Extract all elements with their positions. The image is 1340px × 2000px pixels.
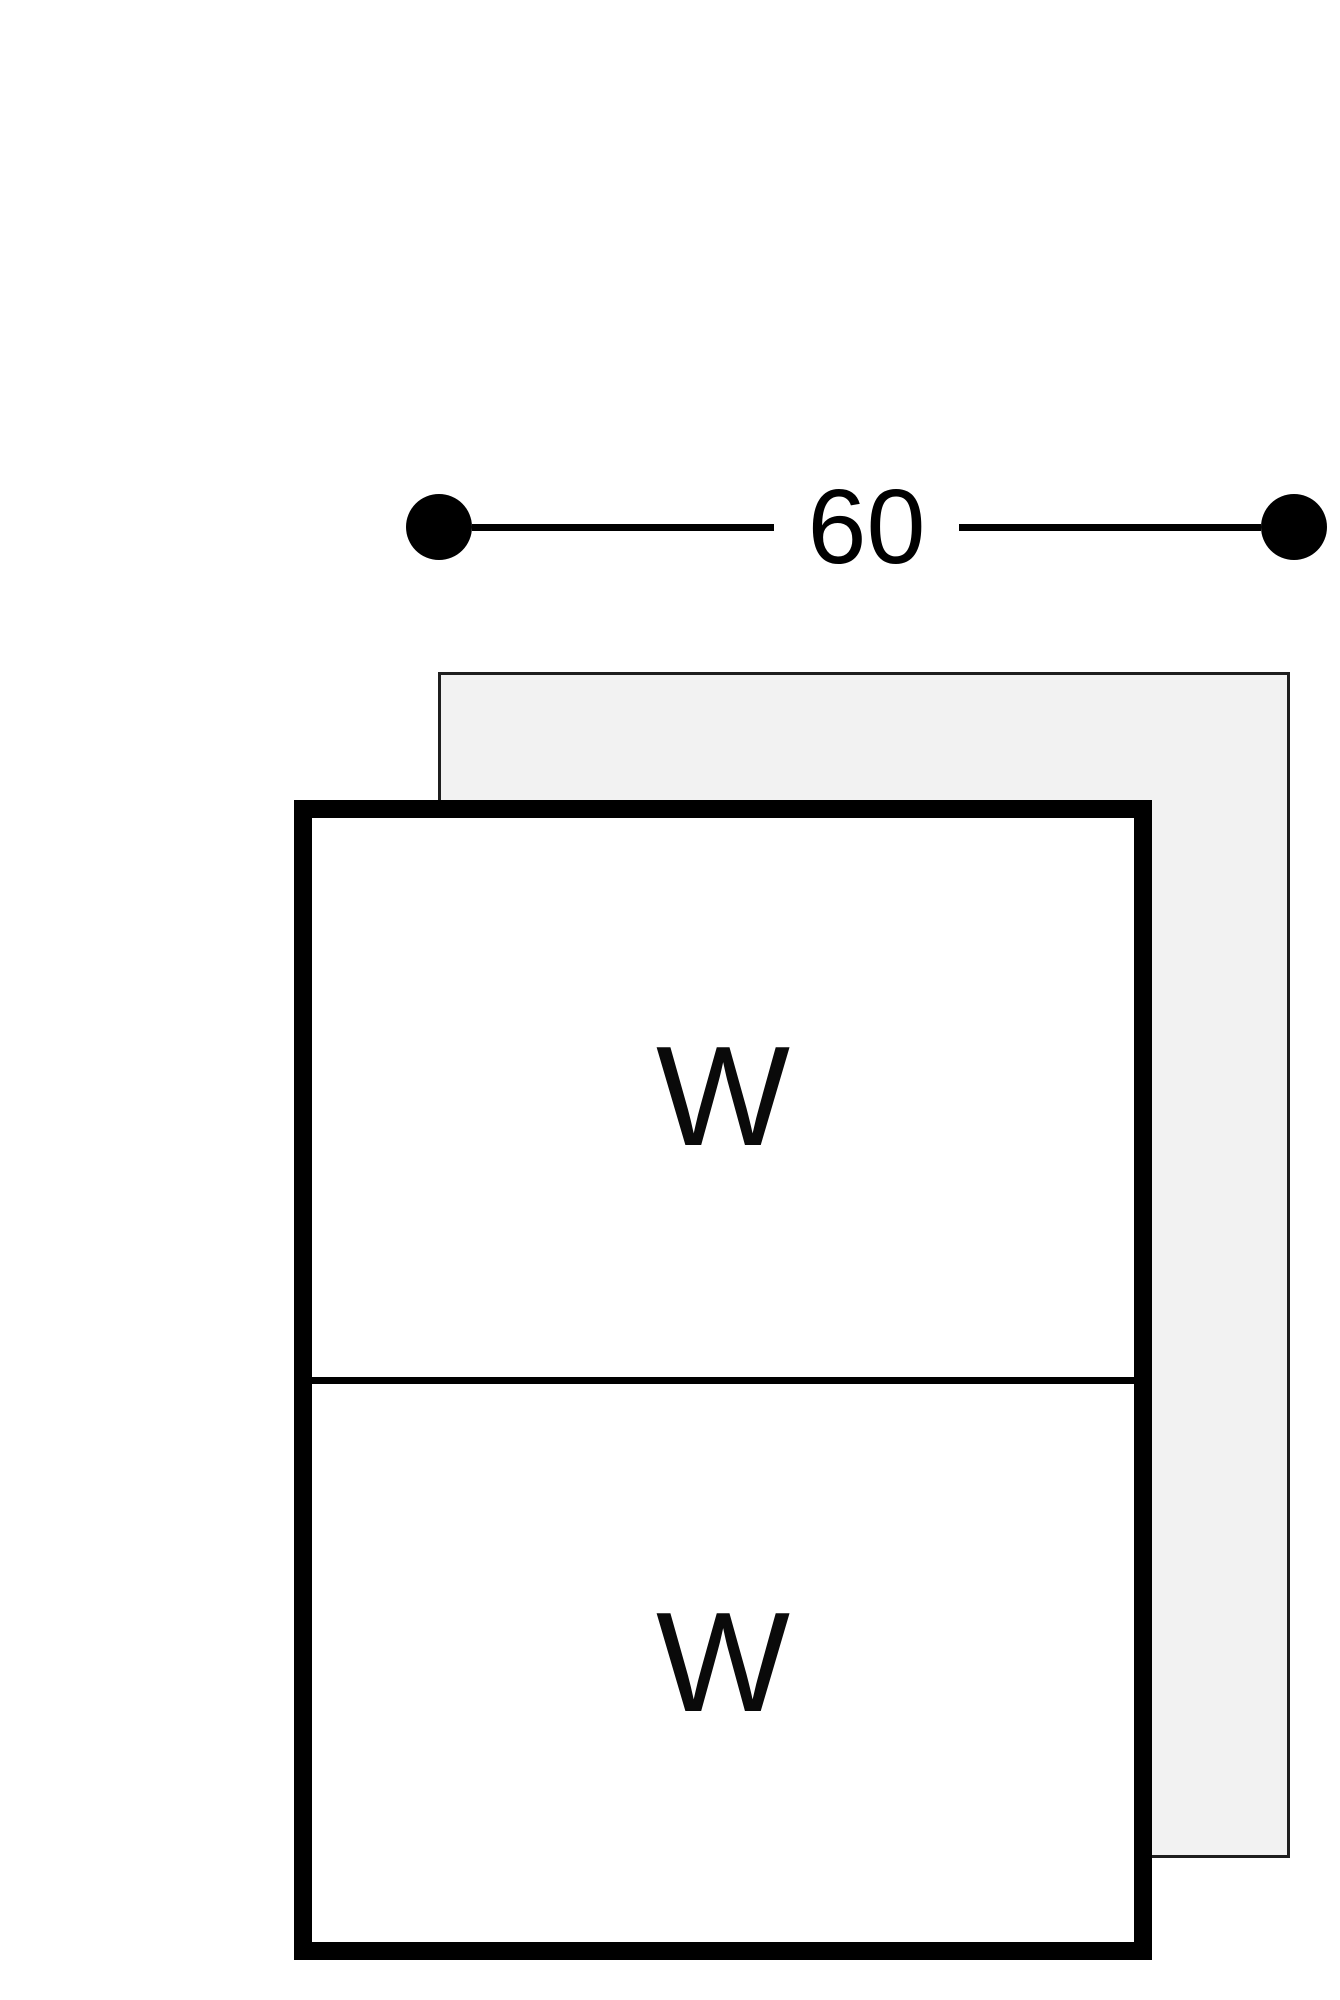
dimension-endpoint-right-dot [1261,494,1327,560]
dimension-line-right-segment [959,523,1261,531]
dimension-value-label: 60 [807,468,926,586]
dimension-line-left-segment [472,523,774,531]
width-dimension: 60 [406,468,1327,586]
compartment-bottom: W [312,1376,1134,1943]
dimension-endpoint-left-dot [406,494,472,560]
compartment-top: W [312,818,1134,1377]
compartment-bottom-label: W [655,1582,791,1742]
compartment-top-label: W [655,1017,791,1177]
appliance-outline: W W [294,800,1152,1960]
